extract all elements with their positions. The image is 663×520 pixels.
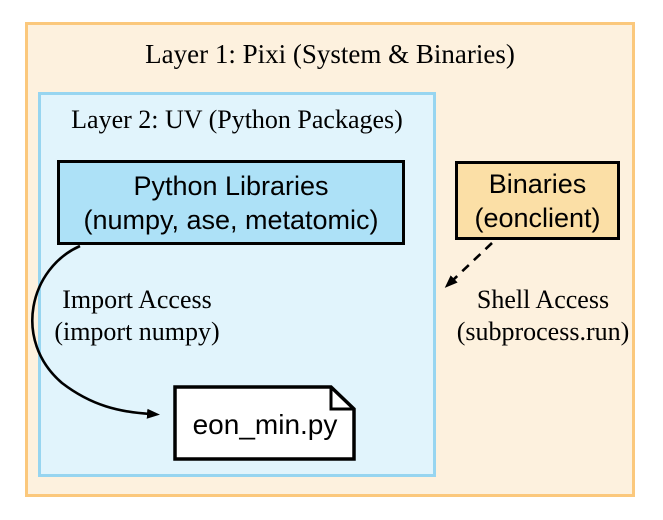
shell-access-edge-label: Shell Access (subprocess.run) [430,284,656,348]
import-access-label-line2: (import numpy) [54,317,220,346]
python-libraries-label-line1: Python Libraries [133,170,329,201]
layer2-title: Layer 2: UV (Python Packages) [71,105,403,134]
python-libraries-node: Python Libraries (numpy, ase, metatomic) [57,160,405,245]
import-access-edge-label: Import Access (import numpy) [26,284,248,348]
binaries-label-line2: (eonclient) [474,202,601,233]
script-file-label: eon_min.py [192,409,338,440]
python-libraries-label-line2: (numpy, ase, metatomic) [83,204,379,235]
binaries-label-line1: Binaries [488,168,587,199]
binaries-node: Binaries (eonclient) [455,161,620,240]
layer1-title: Layer 1: Pixi (System & Binaries) [145,39,515,69]
import-access-label-line1: Import Access [62,285,212,314]
shell-access-label-line1: Shell Access [476,285,610,314]
shell-access-label-line2: (subprocess.run) [456,317,630,346]
